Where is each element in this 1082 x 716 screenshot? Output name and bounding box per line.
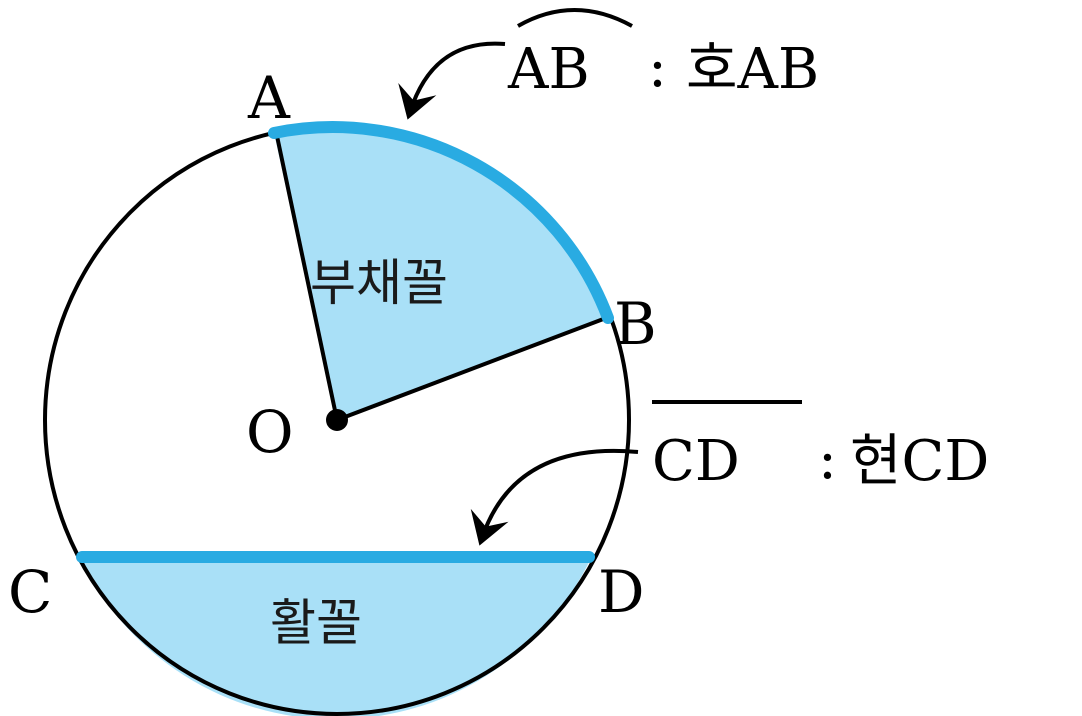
segment-fill — [80, 558, 591, 716]
sector-label: 부채꼴 — [310, 254, 448, 312]
arc-arrow — [398, 41, 506, 120]
point-label-b: B — [614, 290, 657, 358]
point-label-o: O — [246, 398, 294, 466]
point-label-a: A — [247, 64, 291, 132]
chord-annotation-text: 현CD — [850, 429, 989, 494]
chord-separator: : — [818, 427, 837, 492]
arc-annotation-text: 호AB — [686, 37, 819, 102]
center-dot — [326, 409, 348, 431]
radius-oa — [275, 135, 339, 421]
arc-separator: : — [648, 35, 667, 100]
radius-ob — [336, 316, 607, 422]
segment-label: 활꼴 — [270, 594, 362, 652]
arc-symbol-overarc — [517, 8, 633, 28]
chord-arrow — [470, 448, 639, 546]
arc-symbol: AB — [507, 37, 590, 102]
arc-ab — [268, 121, 614, 324]
point-label-c: C — [8, 558, 52, 626]
point-label-d: D — [598, 558, 645, 626]
chord-symbol: CD — [652, 429, 740, 494]
